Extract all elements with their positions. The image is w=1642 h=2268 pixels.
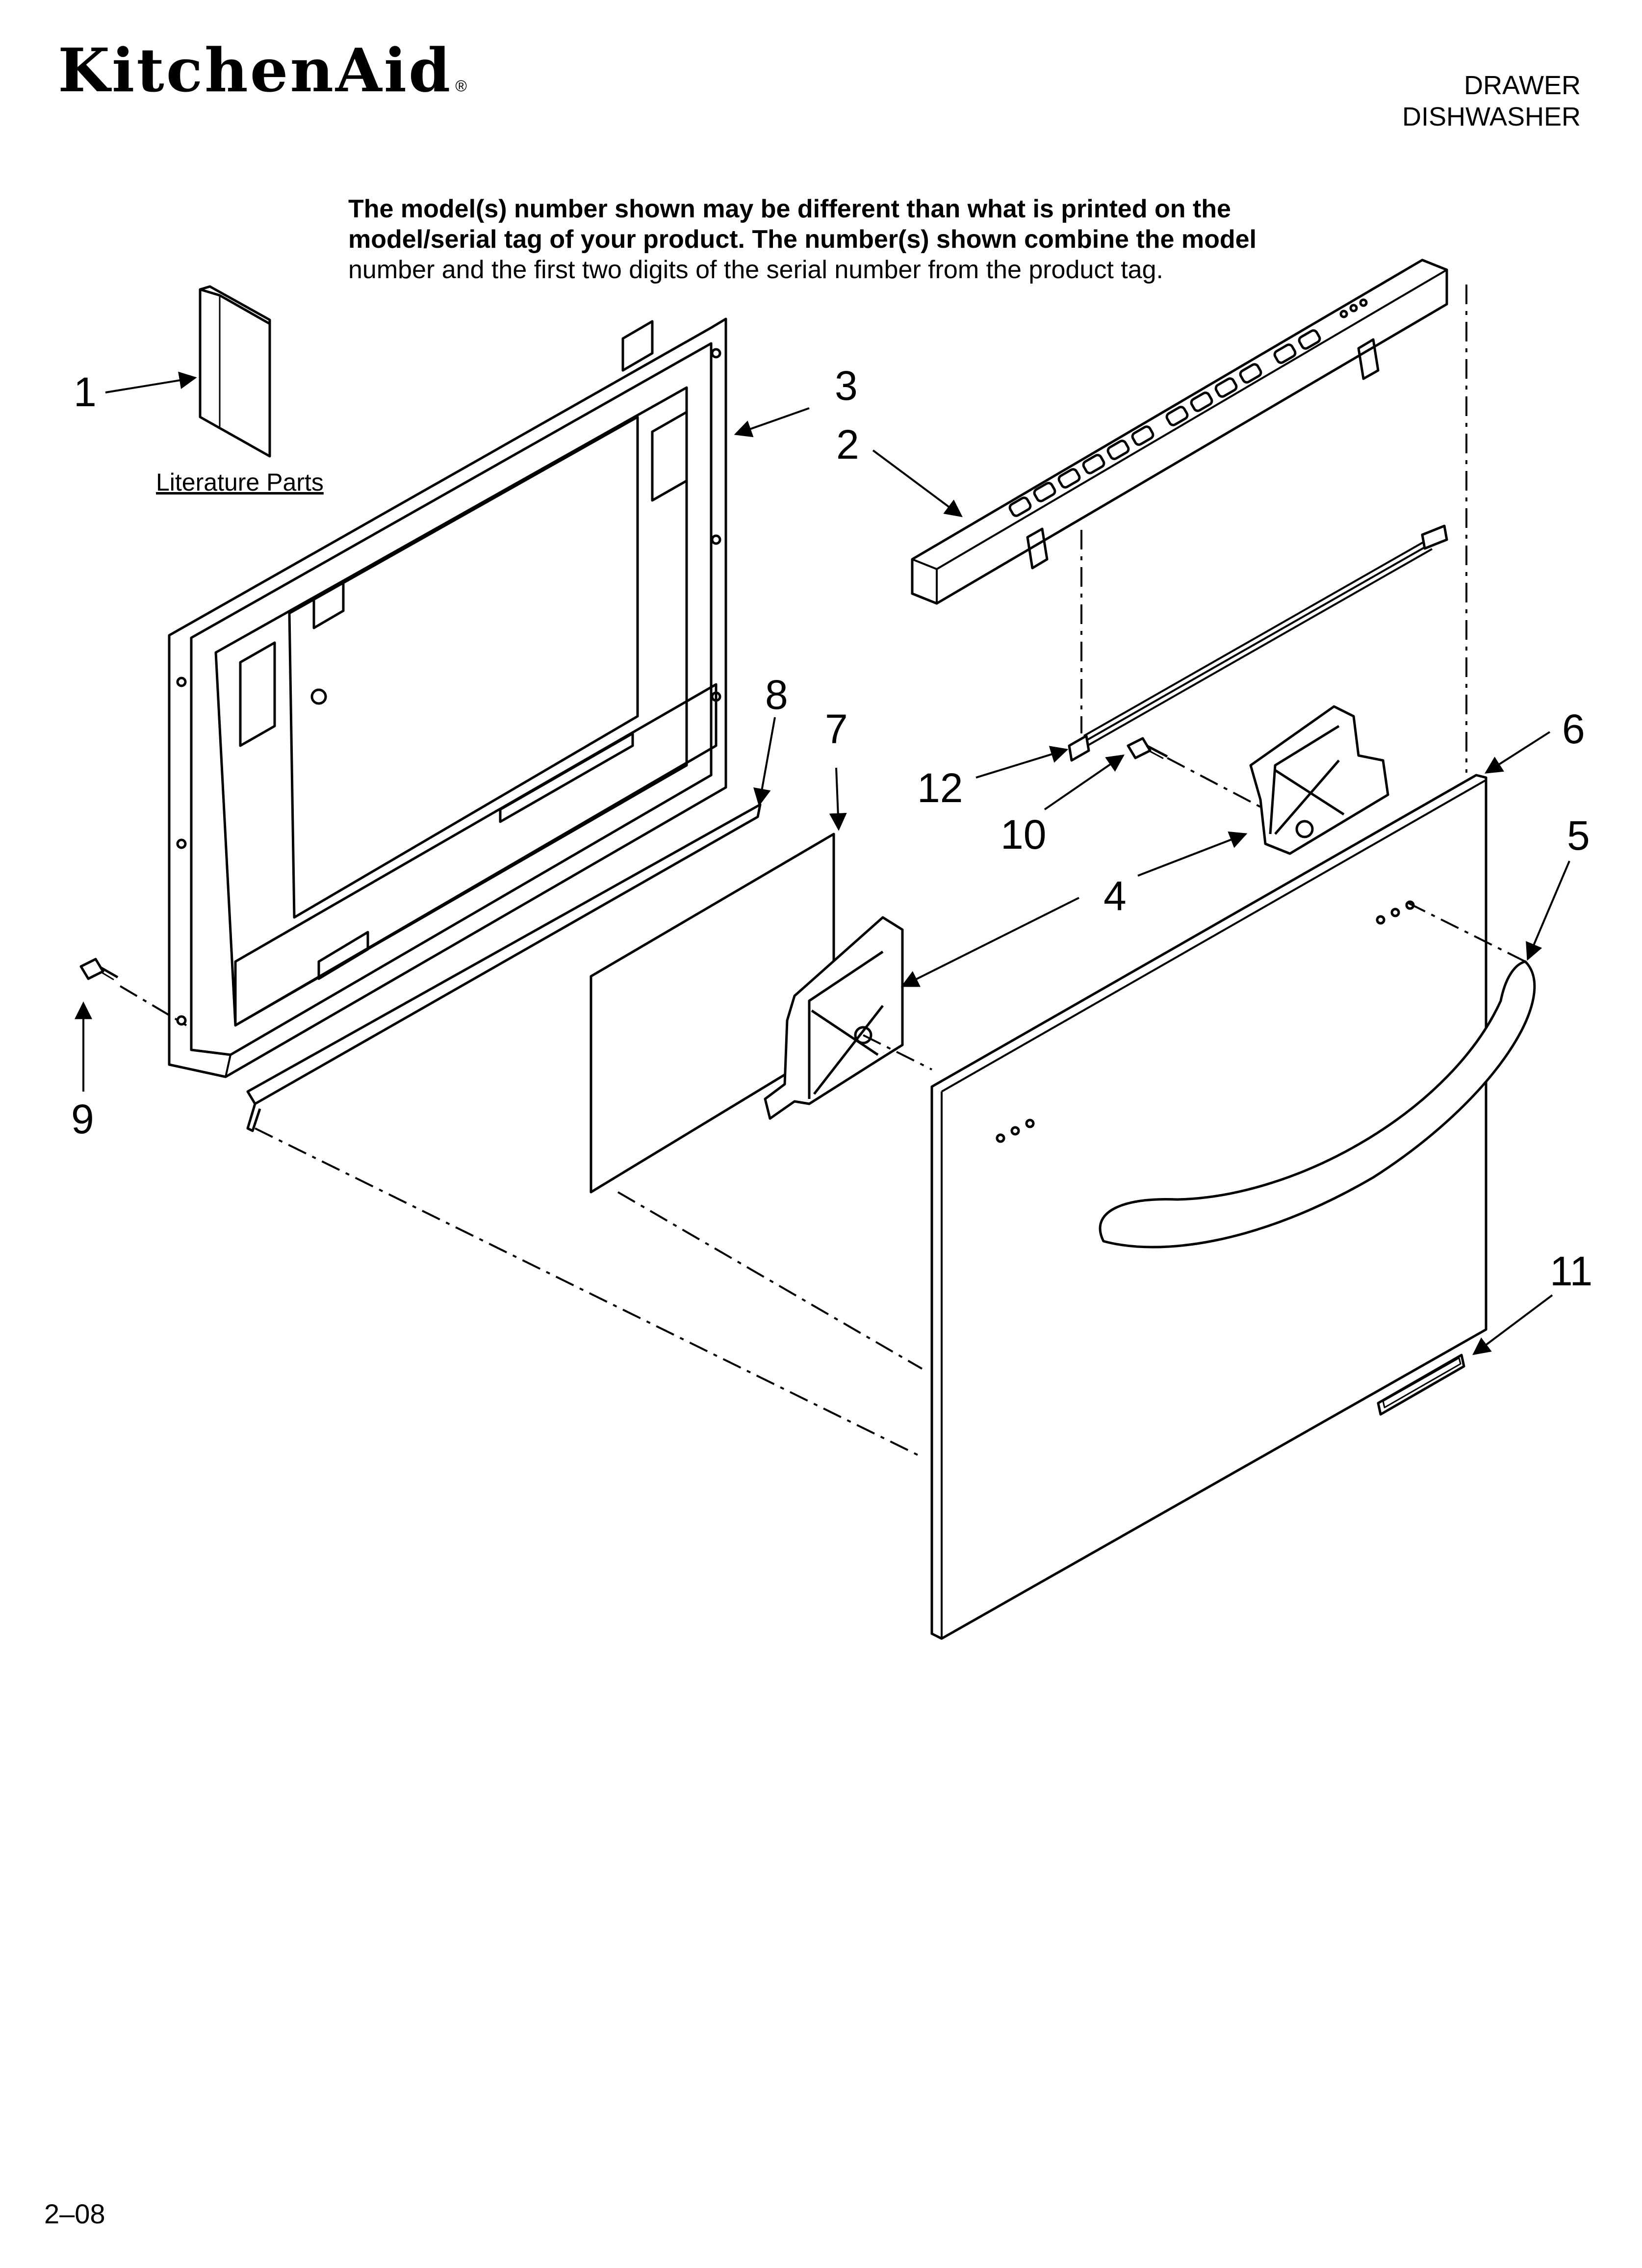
door-frame-part	[168, 317, 727, 1078]
callout-8: 8	[765, 672, 788, 718]
note-line-3: number and the first two digits of the s…	[348, 256, 1163, 284]
callout-10: 10	[1001, 811, 1046, 858]
wire-harness-part	[1068, 524, 1448, 762]
callout-5: 5	[1567, 812, 1590, 859]
note-line-2: model/serial tag of your product. The nu…	[348, 225, 1257, 254]
callout-4: 4	[1103, 873, 1127, 919]
gasket-strip-part	[246, 803, 762, 1132]
callout-7: 7	[825, 706, 848, 752]
literature-parts-label: Literature Parts	[156, 469, 324, 496]
note-line-1: The model(s) number shown may be differe…	[348, 195, 1231, 223]
screw-9-part	[79, 958, 119, 981]
control-console-part	[911, 259, 1448, 605]
product-title-line1: DRAWER	[1464, 71, 1581, 100]
hinge-bracket-left	[764, 916, 904, 1120]
callout-11: 11	[1550, 1248, 1592, 1294]
alignment-lines	[119, 285, 1526, 1458]
callout-3: 3	[835, 363, 858, 409]
callout-9: 9	[71, 1096, 94, 1142]
page-code: 2–08	[44, 2198, 105, 2229]
hinge-bracket-right	[1249, 705, 1389, 855]
callout-leaders	[75, 371, 1570, 1356]
literature-parts-booklet	[199, 285, 271, 458]
callout-1: 1	[74, 369, 97, 415]
screw-10-part	[1127, 737, 1168, 759]
model-number-note: The model(s) number shown may be differe…	[348, 194, 1257, 285]
nameplate-badge-part	[1377, 1354, 1465, 1416]
kitchenaid-logo: KitchenAid®	[58, 35, 469, 105]
door-handle-part	[1099, 960, 1536, 1249]
callout-2: 2	[836, 421, 859, 468]
product-title: DRAWER DISHWASHER	[1402, 70, 1581, 132]
callout-12: 12	[917, 765, 963, 811]
callout-6: 6	[1562, 706, 1585, 752]
product-title-line2: DISHWASHER	[1402, 102, 1581, 131]
